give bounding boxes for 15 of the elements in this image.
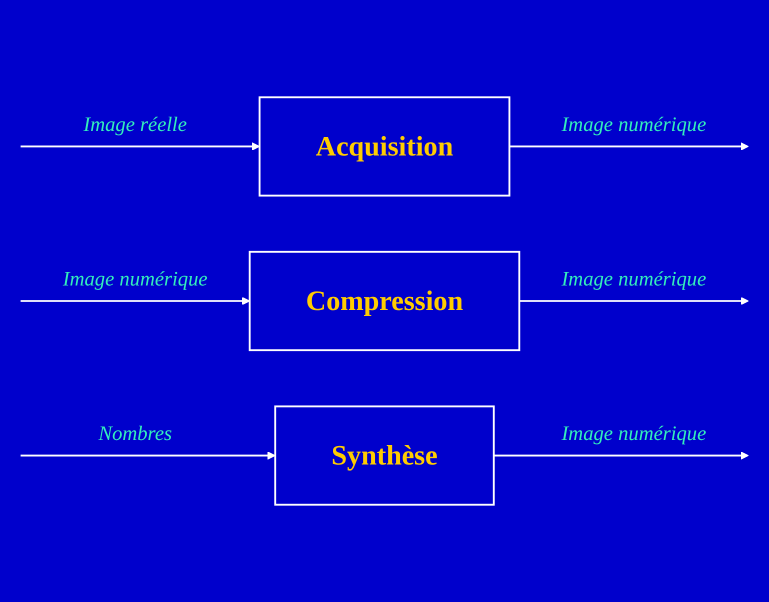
process-box: Compression: [248, 250, 520, 352]
arrow: [519, 296, 749, 306]
arrow: [494, 451, 749, 460]
edge-label: Image réelle: [83, 111, 187, 138]
arrow: [20, 296, 250, 306]
process-box: Acquisition: [258, 96, 510, 197]
edge-label: Nombres: [98, 420, 172, 447]
edge-label: Image numérique: [62, 266, 208, 292]
edge-label: Image numérique: [561, 420, 706, 447]
arrow: [509, 142, 749, 151]
arrow: [20, 451, 276, 460]
arrow: [20, 142, 260, 151]
process-box: Synthèse: [274, 405, 495, 506]
edge-label: Image numérique: [561, 266, 706, 292]
edge-label: Image numérique: [561, 111, 706, 138]
